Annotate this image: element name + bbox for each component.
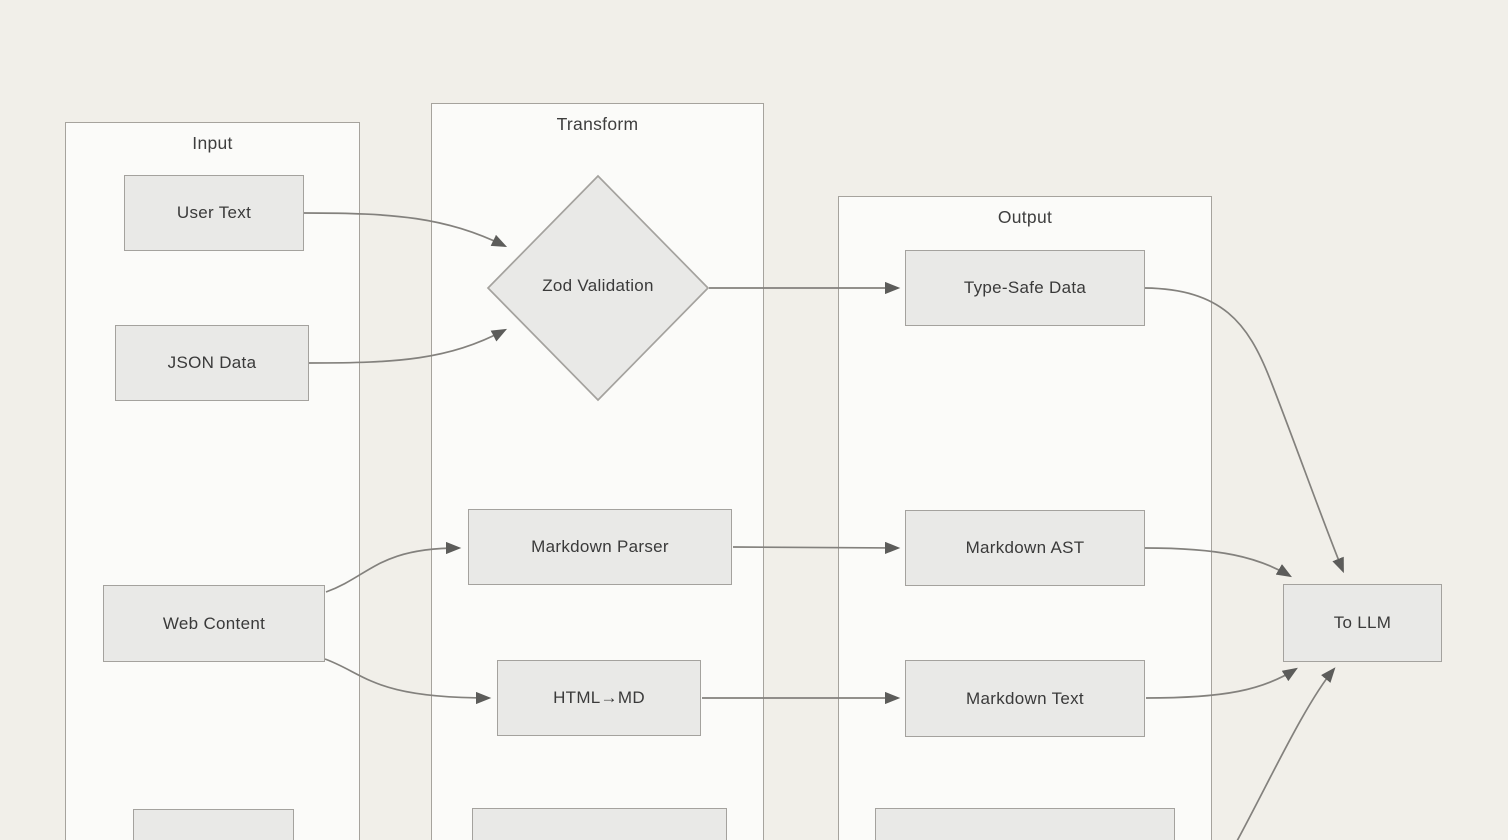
node-transform-partial [472, 808, 727, 840]
node-json-data: JSON Data [115, 325, 309, 401]
node-json-data-label: JSON Data [167, 353, 257, 372]
node-user-text-label: User Text [176, 203, 252, 222]
column-input-title: Input [192, 133, 233, 153]
node-markdown-parser-label: Markdown Parser [531, 537, 669, 556]
node-html-to-md-label: HTML→MD [553, 688, 645, 707]
node-user-text: User Text [124, 175, 304, 251]
node-to-llm: To LLM [1283, 584, 1442, 662]
node-input-partial [133, 809, 294, 840]
node-markdown-ast: Markdown AST [905, 510, 1145, 586]
node-web-content: Web Content [103, 585, 325, 662]
node-markdown-ast-label: Markdown AST [965, 538, 1085, 557]
node-html-to-md: HTML→MD [497, 660, 701, 736]
node-zod-validation-label: Zod Validation [542, 276, 654, 295]
edge-output-partial-to-to-llm [1236, 667, 1336, 840]
node-type-safe-data: Type-Safe Data [905, 250, 1145, 326]
node-web-content-label: Web Content [162, 613, 266, 633]
node-type-safe-data-label: Type-Safe Data [963, 278, 1087, 297]
node-output-partial [875, 808, 1175, 840]
node-to-llm-label: To LLM [1333, 613, 1392, 632]
node-markdown-text: Markdown Text [905, 660, 1145, 737]
column-transform-title: Transform [556, 114, 639, 134]
column-output-title: Output [997, 207, 1053, 227]
node-markdown-text-label: Markdown Text [966, 688, 1084, 708]
node-markdown-parser: Markdown Parser [468, 509, 732, 585]
